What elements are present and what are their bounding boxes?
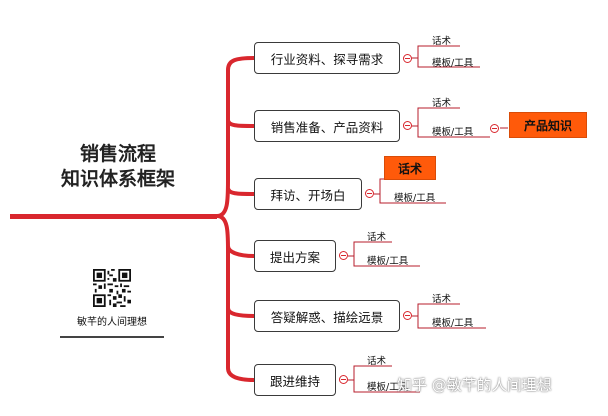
leaf-tool-3: 模板/工具 [394, 193, 436, 204]
step-node-2[interactable]: 销售准备、产品资料 [254, 110, 400, 142]
author-name: 敏芊的人间理想 [77, 317, 147, 328]
leaf-tool-1: 模板/工具 [432, 58, 474, 69]
watermark: 知乎 @敏芊的人间理想 [397, 376, 552, 394]
tag-product-knowledge-label: 产品知识 [523, 118, 572, 133]
leaf-script-6: 话术 [367, 356, 387, 367]
tag-product-knowledge: 产品知识 [509, 112, 587, 138]
step-node-5[interactable]: 答疑解惑、描绘远景 [254, 300, 400, 332]
collapse-icon[interactable] [403, 54, 412, 63]
tag-script-label: 话术 [397, 161, 422, 176]
collapse-icon[interactable] [403, 121, 412, 130]
step-label-3: 拜访、开场白 [270, 187, 346, 203]
step-node-6[interactable]: 跟进维持 [254, 364, 336, 396]
leaf-tool-6: 模板/工具 [367, 382, 409, 393]
root-bar [10, 214, 217, 219]
collapse-icon[interactable] [490, 124, 499, 133]
leaf-tool-5: 模板/工具 [432, 318, 474, 329]
step-label-1: 行业资料、探寻需求 [270, 51, 384, 67]
title-line-2: 知识体系框架 [60, 168, 175, 190]
qr-code-icon [93, 269, 131, 307]
step-node-3[interactable]: 拜访、开场白 [254, 178, 362, 210]
step-label-2: 销售准备、产品资料 [270, 119, 384, 135]
step-node-4[interactable]: 提出方案 [254, 240, 336, 272]
collapse-icon[interactable] [339, 251, 348, 260]
leaf-script-4: 话术 [367, 232, 387, 243]
leaf-script-5: 话术 [432, 294, 452, 305]
step-label-6: 跟进维持 [269, 373, 320, 389]
tag-script: 话术 [384, 156, 436, 180]
divider [60, 336, 164, 338]
step-label-4: 提出方案 [269, 249, 320, 265]
collapse-icon[interactable] [339, 375, 348, 384]
title-line-1: 销售流程 [79, 143, 156, 165]
leaf-tool-4: 模板/工具 [367, 256, 409, 267]
collapse-icon[interactable] [365, 189, 374, 198]
trunk-branch [216, 56, 255, 218]
diagram-title: 销售流程 知识体系框架 [38, 142, 198, 192]
collapse-icon[interactable] [403, 311, 412, 320]
leaf-script-2: 话术 [432, 98, 452, 109]
step-node-1[interactable]: 行业资料、探寻需求 [254, 42, 400, 74]
leaf-tool-2: 模板/工具 [432, 127, 474, 138]
step-label-5: 答疑解惑、描绘远景 [270, 309, 384, 325]
leaf-script-1: 话术 [432, 36, 452, 47]
